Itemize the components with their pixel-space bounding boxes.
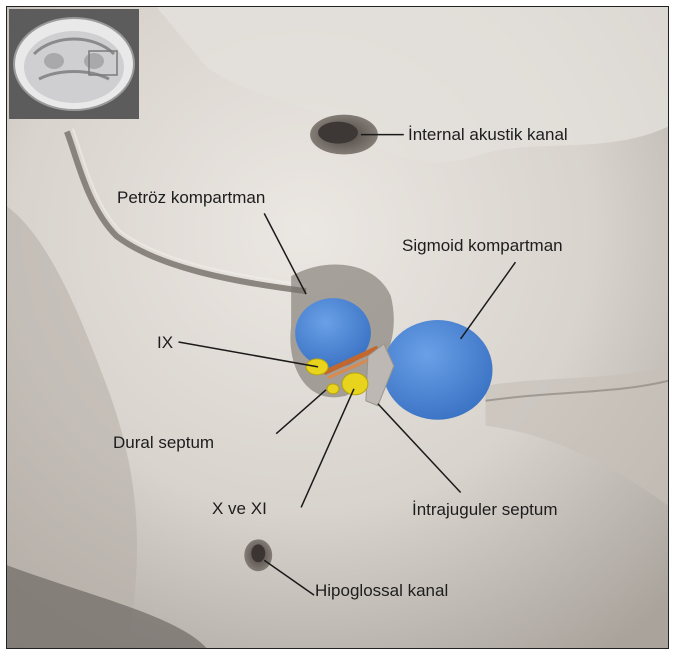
sigmoid-kompartman-shape	[383, 320, 493, 420]
label-internal-akustik-kanal: İnternal akustik kanal	[408, 126, 568, 143]
label-ix: IX	[157, 334, 173, 351]
label-dural-septum: Dural septum	[113, 434, 214, 451]
label-intrajuguler-septum: İntrajuguler septum	[412, 501, 558, 518]
nerve-x-xi-small	[327, 384, 339, 394]
nerve-x-xi	[342, 373, 368, 395]
orientation-inset	[9, 9, 139, 119]
anatomy-figure: İnternal akustik kanal Petröz kompartman…	[6, 6, 669, 649]
internal-acoustic-canal-inner	[318, 122, 358, 144]
skull-thumbnail	[9, 9, 139, 119]
label-x-ve-xi: X ve XI	[212, 500, 267, 517]
label-petroz-kompartman: Petröz kompartman	[117, 189, 265, 206]
label-hipoglossal-kanal: Hipoglossal kanal	[315, 582, 448, 599]
label-sigmoid-kompartman: Sigmoid kompartman	[402, 237, 563, 254]
hipoglossal-kanal-inner	[251, 544, 265, 562]
